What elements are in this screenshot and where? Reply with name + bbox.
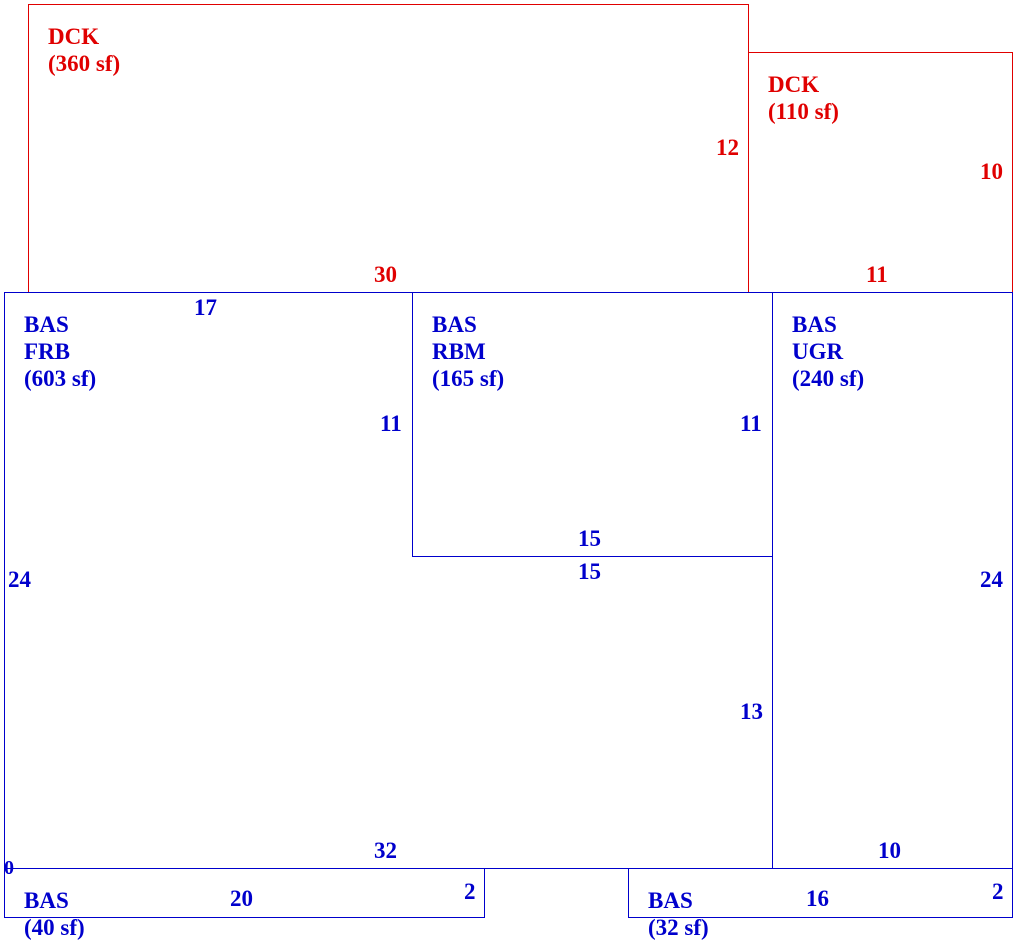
dim-dck-large-right: 12: [716, 135, 739, 160]
dim-rbm-bottom: 15: [578, 526, 601, 551]
dim-frb-top: 17: [194, 295, 217, 320]
dim-frb-left: 24: [8, 567, 31, 592]
dim-rbm-below: 15: [578, 559, 601, 584]
dim-frb-lower-right: 13: [740, 699, 763, 724]
bas-rbm-sub: RBM: [432, 339, 486, 364]
bas-bottom-right-area: [628, 868, 1013, 918]
bas-ugr-size: (240 sf): [792, 366, 865, 391]
bas-bottom-left-area: [4, 868, 485, 918]
dim-dck-small-bottom: 11: [866, 262, 888, 287]
bas-bottom-left-size: (40 sf): [24, 915, 85, 940]
dck-small-code: DCK: [768, 72, 820, 97]
dim-frb-inner-right: 11: [380, 411, 402, 436]
bas-bottom-left-code: BAS: [24, 888, 69, 913]
dck-large-code: DCK: [48, 24, 100, 49]
bas-frb-code: BAS: [24, 312, 69, 337]
dck-small-label: DCK(110 sf): [768, 71, 839, 125]
bas-bottom-left-label: BAS(40 sf): [24, 887, 85, 941]
dck-small-size: (110 sf): [768, 99, 839, 124]
dim-ugr-bottom: 10: [878, 838, 901, 863]
dim-dck-large-bottom: 30: [374, 262, 397, 287]
bas-rbm-size: (165 sf): [432, 366, 505, 391]
dim-bottom-left-width: 20: [230, 886, 253, 911]
dim-bottom-right-height: 2: [992, 879, 1004, 904]
dim-bottom-left-height: 2: [464, 879, 476, 904]
bas-ugr-sub: UGR: [792, 339, 844, 364]
bas-bottom-right-code: BAS: [648, 888, 693, 913]
bas-frb-size: (603 sf): [24, 366, 97, 391]
bas-bottom-right-size: (32 sf): [648, 915, 709, 940]
dim-bottom-right-width: 16: [806, 886, 829, 911]
bas-ugr-code: BAS: [792, 312, 837, 337]
dck-large-area: [28, 4, 749, 293]
dim-rbm-right: 11: [740, 411, 762, 436]
dim-frb-bottom: 32: [374, 838, 397, 863]
bas-frb-sub: FRB: [24, 339, 70, 364]
dim-frb-corner: 0: [4, 857, 14, 879]
dim-dck-small-right: 10: [980, 159, 1003, 184]
dck-large-size: (360 sf): [48, 51, 121, 76]
bas-bottom-right-label: BAS(32 sf): [648, 887, 709, 941]
bas-rbm-code: BAS: [432, 312, 477, 337]
dck-large-label: DCK(360 sf): [48, 23, 120, 77]
dim-ugr-right: 24: [980, 567, 1003, 592]
